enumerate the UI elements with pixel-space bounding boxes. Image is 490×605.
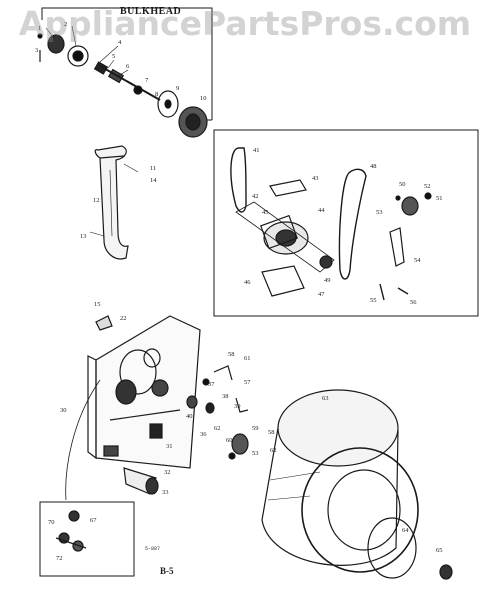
callout-48: 48 xyxy=(370,163,377,170)
callout-39: 39 xyxy=(234,403,241,410)
bulkhead-panel xyxy=(95,315,201,469)
callout-70: 70 xyxy=(48,519,55,526)
drive-belt xyxy=(230,147,247,213)
callout-44: 44 xyxy=(318,207,325,214)
callout-72: 72 xyxy=(56,555,63,562)
panel-opening xyxy=(119,349,157,395)
callout-32: 32 xyxy=(164,469,171,476)
callout-63: 63 xyxy=(322,395,329,402)
drum-callout-58: 58 xyxy=(268,429,275,436)
callout-1: 1 xyxy=(38,25,41,32)
motor-assembly: 41 42 43 44 45 46 47 48 49 50 51 52 53 5… xyxy=(213,129,479,317)
callout-36: 36 xyxy=(200,431,207,438)
drum-belt xyxy=(338,168,367,280)
callout-11: 11 xyxy=(150,165,156,172)
callout-52: 52 xyxy=(424,183,431,190)
inset-detail: 70 67 72 xyxy=(39,501,135,577)
callout-13: 13 xyxy=(80,233,87,240)
callout-64: 64 xyxy=(402,527,409,534)
callout-3: 3 xyxy=(35,47,38,54)
code-mark: 5-887 xyxy=(145,546,161,552)
callout-6: 6 xyxy=(126,63,130,70)
callout-59: 59 xyxy=(252,425,259,432)
bearing-housing xyxy=(67,45,89,67)
callout-8: 8 xyxy=(155,91,158,98)
callout-12: 12 xyxy=(93,197,100,204)
callout-42: 42 xyxy=(252,193,259,200)
inset-clip-bottom xyxy=(72,540,84,552)
bulkhead-assembly: 1 2 3 4 5 6 7 8 9 10 xyxy=(35,7,213,138)
callout-7: 7 xyxy=(145,77,149,84)
drum-assembly: 53 58 62 63 64 65 xyxy=(228,389,453,580)
motor-frame xyxy=(213,129,479,317)
callout-56: 56 xyxy=(410,299,417,306)
callout-14: 14 xyxy=(150,177,157,184)
callout-5: 5 xyxy=(112,53,115,60)
callout-67: 67 xyxy=(90,517,97,524)
callout-33: 33 xyxy=(162,489,169,496)
callout-58: 58 xyxy=(228,351,235,358)
section-title: BULKHEAD xyxy=(120,6,182,17)
inset-frame xyxy=(39,501,135,577)
idler-arm xyxy=(389,227,405,267)
page-number: B-5 xyxy=(160,566,174,576)
callout-61: 61 xyxy=(244,355,251,362)
callout-10: 10 xyxy=(200,95,207,102)
drum-rear-rim xyxy=(277,389,399,467)
support-bearing xyxy=(186,395,198,409)
callout-46: 46 xyxy=(244,279,251,286)
drum-seal xyxy=(367,517,417,579)
callout-43: 43 xyxy=(312,175,319,182)
drum-front-opening xyxy=(301,447,419,573)
motor-clip xyxy=(269,179,307,197)
panel-clip xyxy=(95,315,113,331)
callout-30: 30 xyxy=(60,407,67,414)
callout-41: 41 xyxy=(253,147,260,154)
bearing-plate xyxy=(47,34,65,54)
callout-57: 57 xyxy=(244,379,251,386)
drum-spider xyxy=(231,433,249,455)
callout-62: 62 xyxy=(214,425,221,432)
drive-pulley xyxy=(157,90,179,118)
callout-47: 47 xyxy=(318,291,325,298)
callout-37: 37 xyxy=(208,381,215,388)
ground-wire xyxy=(65,379,101,501)
callout-15: 15 xyxy=(94,301,101,308)
callout-2: 2 xyxy=(64,21,67,28)
drum-glide xyxy=(439,564,453,580)
shaft-collar xyxy=(93,61,109,75)
drum-callout-62: 62 xyxy=(270,447,277,454)
callout-49: 49 xyxy=(324,277,331,284)
callout-65: 65 xyxy=(436,547,443,554)
callout-9: 9 xyxy=(176,85,179,92)
callout-45: 45 xyxy=(262,209,269,216)
callout-31: 31 xyxy=(166,443,173,450)
callout-55: 55 xyxy=(370,297,377,304)
inset-clip-top xyxy=(68,510,80,522)
idler-pulley xyxy=(401,196,419,216)
bulkhead-frame xyxy=(41,7,213,120)
callout-22: 22 xyxy=(120,315,127,322)
rear-panel: 15 22 30 31 32 33 36 37 38 39 40 57 58 5… xyxy=(60,301,259,501)
lint-duct: 11 12 13 14 xyxy=(80,145,157,260)
drum-inner xyxy=(327,469,401,551)
motor-mount xyxy=(261,265,305,297)
drum-callout-53: 53 xyxy=(252,450,259,457)
callout-60: 60 xyxy=(226,437,233,444)
callout-40: 40 xyxy=(186,413,193,420)
callout-50: 50 xyxy=(399,181,406,188)
callout-38: 38 xyxy=(222,393,229,400)
callout-54: 54 xyxy=(414,257,421,264)
callout-51: 51 xyxy=(436,195,443,202)
callout-4: 4 xyxy=(118,39,122,46)
callout-53: 53 xyxy=(376,209,383,216)
